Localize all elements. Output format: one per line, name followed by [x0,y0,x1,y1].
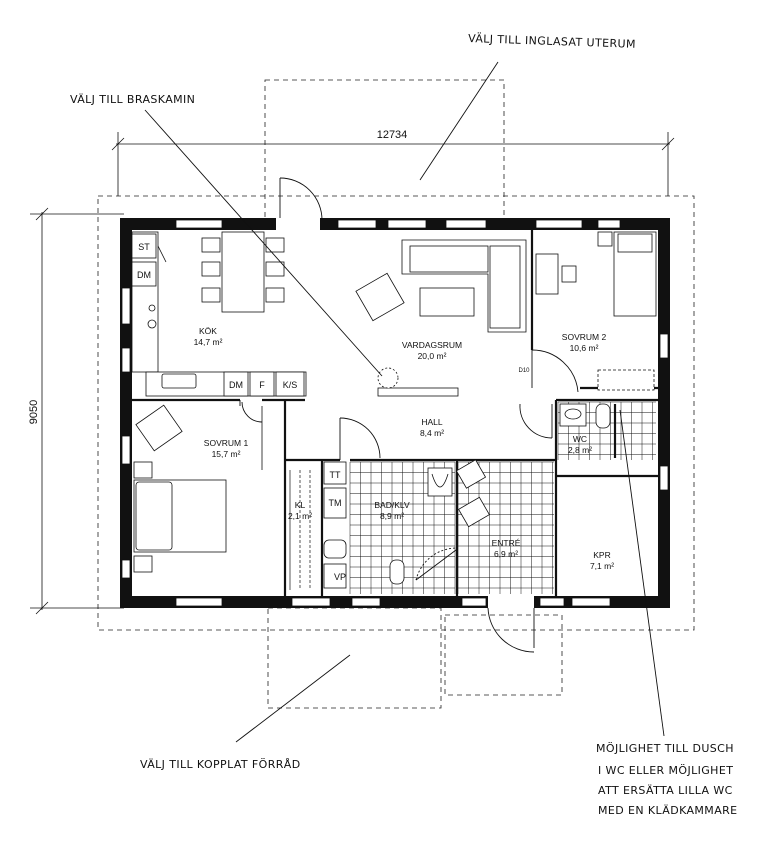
living-furniture [355,239,527,397]
annotation-shower-line-1: MÖJLIGHET TILL DUSCH [596,742,734,755]
closet-fixtures [289,470,311,590]
room-area-bedroom1: 15,7 m² [212,449,241,459]
annotation-shower-line-4: MED EN KLÄDKAMMARE [598,804,738,817]
room-name-living: VARDAGSRUM [402,340,462,350]
room-name-entrance: ENTRÉ [492,538,521,548]
stove-hood [157,245,167,263]
fixture-labels: ST DM DM F K/S TT TM VP D10 [137,242,530,582]
room-area-entrance: 6,9 m² [494,549,518,559]
fixture-dm: DM [229,380,243,390]
room-name-bedroom1: SOVRUM 1 [204,438,249,448]
entrance-tiles [457,461,554,594]
fixture-ks: K/S [283,380,298,390]
leader-lines [144,61,665,743]
annotation-shower-option: MÖJLIGHET TILL DUSCH I WC ELLER MÖJLIGHE… [596,742,738,817]
bedroom1-furniture [133,404,263,573]
room-area-hall: 8,4 m² [420,428,444,438]
fixture-dm-top: DM [137,270,151,280]
room-area-kitchen: 14,7 m² [194,337,223,347]
dimension-lines [30,132,675,615]
fixture-vp: VP [334,572,346,582]
wc-fixtures [559,403,611,429]
room-name-hall: HALL [421,417,443,427]
annotation-storage: VÄLJ TILL KOPPLAT FÖRRÅD [140,758,301,771]
room-area-bedroom2: 10,6 m² [570,343,599,353]
room-area-living: 20,0 m² [418,351,447,361]
room-name-bath: BAD/KLV [374,500,410,510]
annotation-glazed-patio: VÄLJ TILL INGLASAT UTERUM [468,32,636,51]
bedroom2-furniture [535,231,657,391]
room-name-bedroom2: SOVRUM 2 [562,332,607,342]
width-dimension: 12734 [377,129,408,141]
entrance-furniture [455,459,490,528]
room-area-wc: 2,8 m² [568,445,592,455]
bathroom-fixtures [323,461,453,589]
room-labels: KÖK 14,7 m² VARDAGSRUM 20,0 m² SOVRUM 2 … [194,326,615,571]
room-name-kitchen: KÖK [199,326,217,336]
fixture-tt: TT [330,470,341,480]
fixture-st: ST [138,242,150,252]
room-area-bath: 8,9 m² [380,511,404,521]
room-name-closet: KL [295,500,306,510]
kitchen-fixtures [131,231,307,397]
annotation-shower-line-3: ATT ERSÄTTA LILLA WC [598,784,733,797]
fixture-f: F [259,380,265,390]
doors [239,177,579,653]
annotation-fireplace: VÄLJ TILL BRASKAMIN [70,93,195,106]
room-name-wc: WC [573,434,587,444]
depth-dimension: 9050 [28,400,40,424]
windows [121,216,669,610]
room-name-kpr: KPR [593,550,610,560]
room-area-kpr: 7,1 m² [590,561,614,571]
fixture-d10: D10 [518,368,530,374]
annotation-shower-line-2: I WC ELLER MÖJLIGHET [598,764,733,777]
fixture-tm: TM [329,498,342,508]
room-area-closet: 2,1 m² [288,511,312,521]
